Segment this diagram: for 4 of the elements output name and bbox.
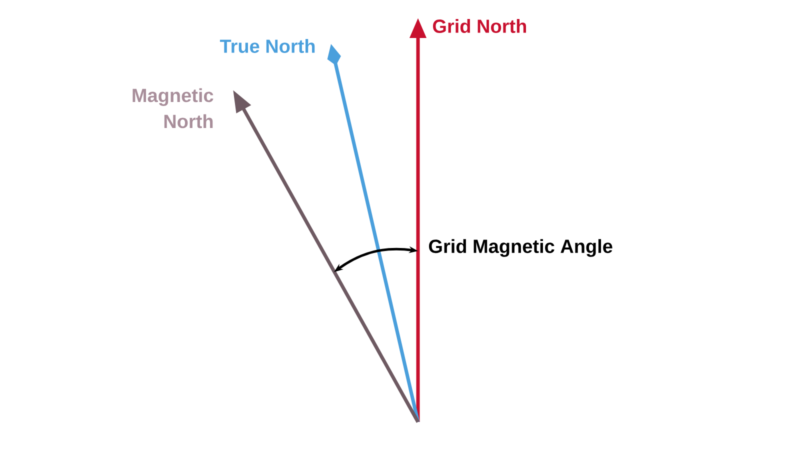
direction-label: Grid Magnetic Angle: [429, 239, 612, 257]
direction-label: Magnetic North: [132, 88, 214, 128]
direction-label: Grid North: [433, 19, 526, 33]
direction-label: True North: [220, 39, 315, 53]
